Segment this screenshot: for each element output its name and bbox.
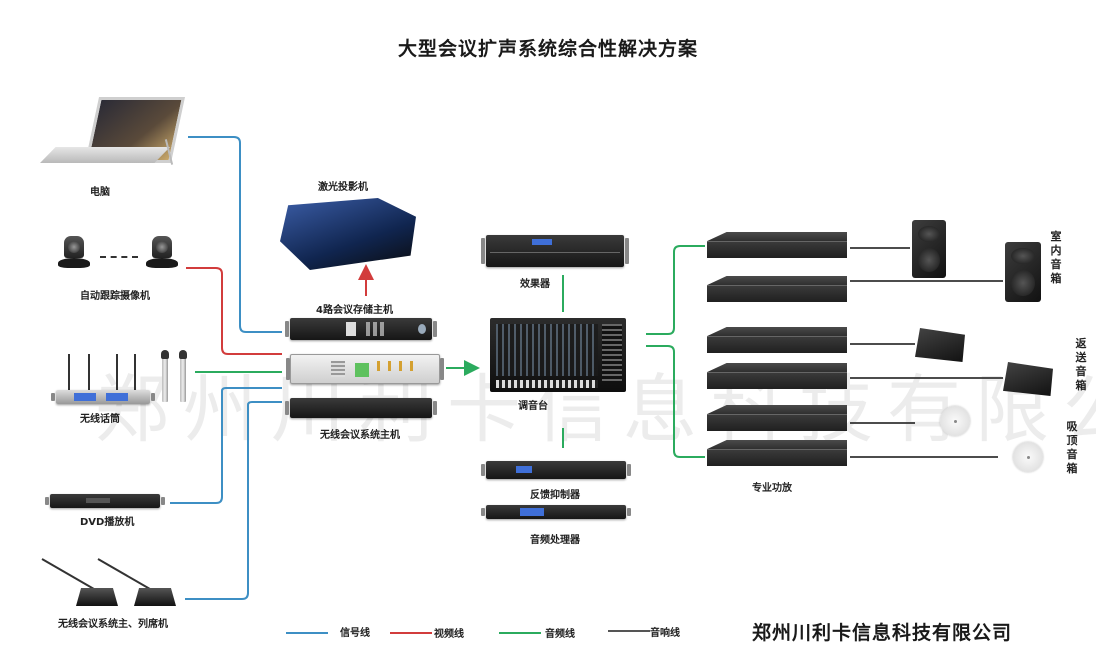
ceiling-speaker-label: 吸顶音箱 (1066, 420, 1078, 475)
wireless-mic (51, 348, 192, 408)
legend-swatch (390, 632, 432, 634)
wireless-mic-icon (51, 390, 155, 404)
ceiling-speaker-icon (940, 406, 970, 436)
mixer-label: 调音台 (518, 401, 548, 412)
dvd-player-icon (45, 494, 165, 508)
conference-mic-icon (134, 588, 176, 606)
indoor-speaker-label: 室内音箱 (1050, 230, 1062, 285)
computer-label: 电脑 (90, 187, 110, 198)
ceiling-speaker-icon (1013, 442, 1043, 472)
laser-projector-label: 激光投影机 (318, 182, 368, 193)
diagram-title: 大型会议扩声系统综合性解决方案 (397, 38, 698, 60)
amplifier-icon (707, 405, 847, 431)
audio-processor-label: 音频处理器 (530, 535, 580, 546)
legend-swatch (286, 632, 328, 634)
conference-units-label: 无线会议系统主、列席机 (58, 619, 168, 630)
wireless-mic-label: 无线话筒 (80, 414, 120, 425)
wire-conf-to-host (185, 401, 282, 600)
speaker-icon (1005, 242, 1041, 302)
wireless-conf-interface (286, 354, 444, 384)
tracking-camera-label: 自动跟踪摄像机 (80, 291, 150, 302)
feedback-suppressor (481, 461, 631, 479)
recording-host (285, 318, 437, 340)
wire-computer-to-recorder (188, 136, 282, 333)
amplifier-icon (707, 327, 847, 353)
effects-label: 效果器 (520, 279, 550, 290)
wire-camera-to-recorder (186, 267, 282, 355)
monitor-speaker-label: 返送音箱 (1075, 337, 1087, 392)
wireless-conf-host-label: 无线会议系统主机 (320, 430, 400, 441)
dvd-player-label: DVD播放机 (80, 517, 135, 528)
mixer-icon (490, 318, 626, 392)
projector-icon (280, 198, 416, 270)
power-amp-label: 专业功放 (752, 483, 792, 494)
amplifier-icon (707, 440, 847, 466)
wire-mixer-to-amp-top (646, 245, 705, 335)
speaker-icon (912, 220, 946, 278)
tracking-camera (58, 236, 188, 276)
company-name: 郑州川利卡信息科技有限公司 (752, 622, 1013, 644)
conference-units (38, 552, 188, 612)
wire-mic-to-host-blue (170, 387, 282, 504)
legend-swatch (499, 632, 541, 634)
feedback-suppressor-label: 反馈抑制器 (530, 490, 580, 501)
legend-swatch (608, 630, 650, 632)
monitor-speaker-icon (915, 328, 965, 362)
legend: 信号线 视频线 音频线 音响线 (286, 624, 706, 640)
monitor-speaker-icon (1003, 362, 1053, 396)
computer (40, 95, 190, 175)
amplifier-icon (707, 276, 847, 302)
conference-mic-icon (76, 588, 118, 606)
audio-processor (481, 505, 631, 519)
amplifier-icon (707, 363, 847, 389)
amplifier-icon (707, 232, 847, 258)
wire-mixer-to-amp-bottom (646, 345, 705, 458)
wireless-conf-host (285, 398, 437, 418)
effects-unit (481, 235, 629, 267)
recording-host-label: 4路会议存储主机 (316, 305, 393, 316)
